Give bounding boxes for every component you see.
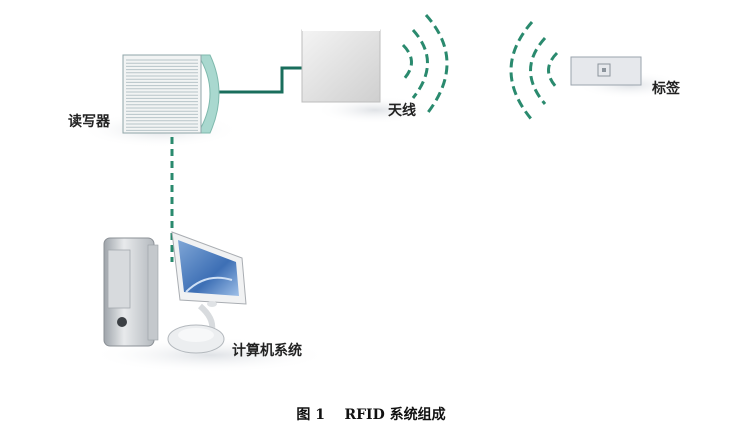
antenna-label: 天线 bbox=[388, 103, 416, 119]
reader-antenna-link bbox=[212, 66, 302, 94]
figure-number: 图 1 bbox=[296, 407, 325, 423]
reader-label: 读写器 bbox=[68, 114, 110, 130]
computer-system bbox=[103, 231, 247, 354]
tag-label: 标签 bbox=[652, 81, 680, 97]
antenna-shadow bbox=[315, 96, 435, 124]
figure-title: RFID 系统组成 bbox=[344, 407, 446, 423]
reader-device bbox=[122, 54, 220, 134]
antenna-panel bbox=[301, 29, 381, 103]
antenna-waves bbox=[401, 14, 449, 116]
figure-caption: 图 1 RFID 系统组成 bbox=[0, 404, 742, 424]
tag-card bbox=[570, 56, 642, 86]
computer-monitor bbox=[167, 231, 247, 354]
computer-label: 计算机系统 bbox=[232, 343, 302, 359]
tag-waves bbox=[509, 21, 559, 121]
